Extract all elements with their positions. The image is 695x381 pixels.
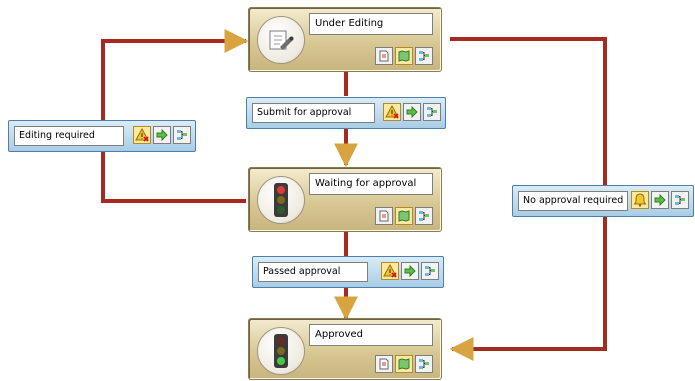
state-approved[interactable]: Approved [248,318,442,380]
document-icon[interactable] [375,47,393,65]
warning-icon[interactable] [133,126,151,144]
workflow-icon[interactable] [415,355,433,373]
arrow-right-icon[interactable] [153,126,171,144]
arrow-right-icon[interactable] [401,262,419,280]
transition-no-approval-required[interactable]: No approval required [512,185,694,217]
transition-label: Editing required [14,126,124,146]
state-actions [375,47,433,65]
warning-icon[interactable] [381,262,399,280]
edit-tool-icon [257,16,305,64]
traffic-light-green-icon [257,327,305,375]
state-actions [375,207,433,225]
map-icon[interactable] [395,47,413,65]
transition-label: Passed approval [258,262,368,282]
bell-icon[interactable] [631,191,649,209]
transition-label: No approval required [518,191,628,211]
workflow-icon[interactable] [671,191,689,209]
arrow-right-icon[interactable] [403,103,421,121]
workflow-icon[interactable] [421,262,439,280]
transition-submit-for-approval[interactable]: Submit for approval [246,97,446,129]
state-waiting-for-approval[interactable]: Waiting for approval [248,167,442,232]
transition-actions [383,103,441,121]
traffic-light-red-icon [257,176,305,224]
transition-actions [631,191,689,209]
state-under-editing[interactable]: Under Editing [248,7,442,72]
transition-editing-required[interactable]: Editing required [8,120,196,152]
arrow-right-icon[interactable] [651,191,669,209]
document-icon[interactable] [375,207,393,225]
state-title: Under Editing [309,13,433,35]
map-icon[interactable] [395,207,413,225]
state-title: Waiting for approval [309,173,433,195]
workflow-icon[interactable] [173,126,191,144]
transition-label: Submit for approval [252,103,375,123]
workflow-icon[interactable] [415,47,433,65]
document-icon[interactable] [375,355,393,373]
map-icon[interactable] [395,355,413,373]
workflow-icon[interactable] [423,103,441,121]
state-title: Approved [309,324,433,346]
transition-actions [381,262,439,280]
state-actions [375,355,433,373]
warning-icon[interactable] [383,103,401,121]
workflow-icon[interactable] [415,207,433,225]
transition-actions [133,126,191,144]
transition-passed-approval[interactable]: Passed approval [252,256,444,288]
